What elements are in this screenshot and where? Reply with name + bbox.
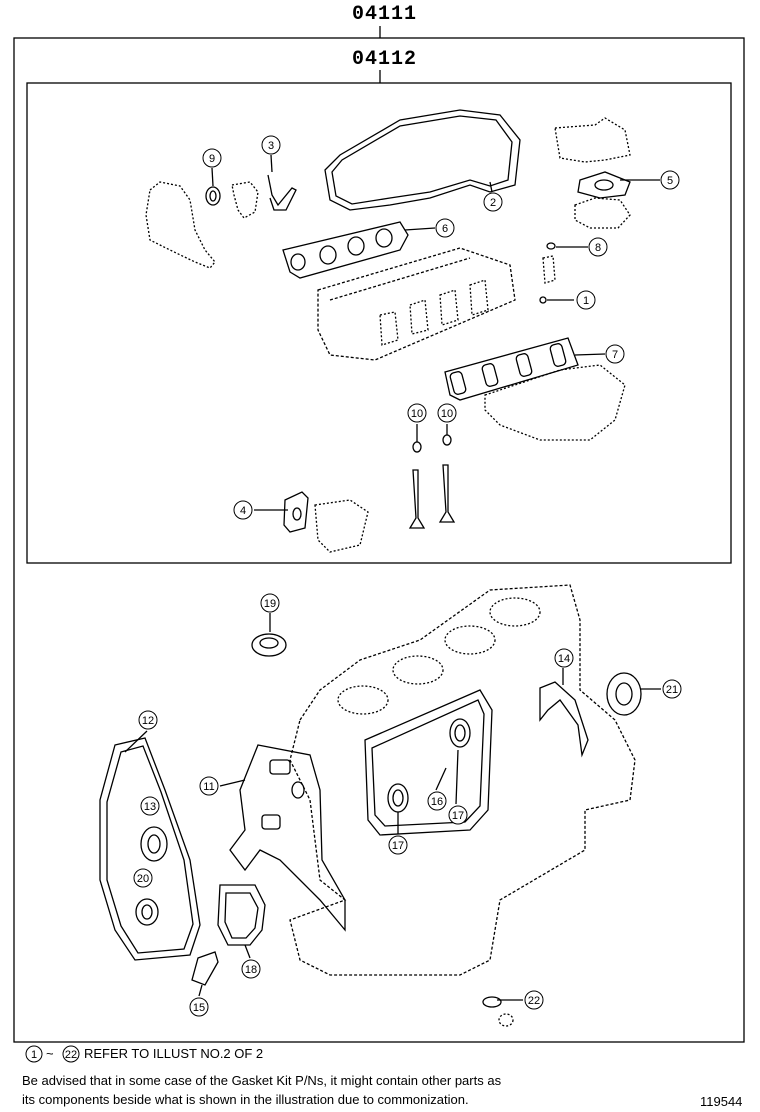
svg-text:17: 17: [452, 810, 464, 822]
svg-text:12: 12: [142, 715, 154, 727]
callout-5: 5: [660, 170, 680, 190]
callout-20: 20: [133, 868, 153, 888]
camshaft-oil-seal-part: [205, 186, 221, 206]
exhaust-manifold-part: [484, 364, 626, 441]
svg-text:15: 15: [193, 1002, 205, 1014]
callout-11: 11: [199, 776, 219, 796]
kit-outer-part-number: 04111: [352, 3, 418, 26]
valve-b: [438, 464, 456, 523]
callout-16: 16: [427, 791, 447, 811]
drain-plug-part: [498, 1013, 514, 1027]
svg-text:9: 9: [209, 153, 215, 165]
engine-block-part: [289, 584, 636, 976]
callout-2: 2: [483, 192, 503, 212]
timing-belt-cover-gasket-part: [99, 737, 201, 961]
callout-3: 3: [261, 135, 281, 155]
svg-text:1: 1: [583, 295, 589, 307]
drain-plug-gasket-part: [482, 996, 502, 1008]
callout-12: 12: [138, 710, 158, 730]
head-cover-gasket-part: [324, 109, 521, 211]
svg-text:10: 10: [441, 408, 453, 420]
callout-18: 18: [241, 959, 261, 979]
rear-oil-seal-part: [606, 672, 642, 716]
front-plate-gasket-part: [229, 744, 346, 932]
note-refer-text: REFER TO ILLUST NO.2 OF 2: [84, 1046, 264, 1061]
callout-9: 9: [202, 148, 222, 168]
svg-text:6: 6: [442, 223, 448, 235]
svg-text:11: 11: [203, 781, 214, 793]
timing-cover-plate-part: [145, 181, 216, 269]
note-range-tilde: ~: [46, 1046, 54, 1061]
intake-manifold-gasket-part: [282, 221, 409, 279]
callout-19: 19: [260, 593, 280, 613]
svg-text:21: 21: [666, 684, 678, 696]
callout-13: 13: [140, 796, 160, 816]
svg-text:3: 3: [268, 140, 274, 152]
svg-text:8: 8: [595, 242, 601, 254]
spring-clip-part: [267, 174, 297, 211]
advisory-line-2: its components beside what is shown in t…: [22, 1092, 469, 1107]
svg-text:10: 10: [411, 408, 423, 420]
kit-outer-frame: [13, 37, 745, 1043]
water-outlet-gasket-part: [577, 171, 631, 199]
small-housing-gasket-part: [283, 491, 309, 533]
valve-stem-seal-b: [442, 434, 452, 446]
small-gasket-15-part: [191, 951, 219, 986]
water-pump-gasket-part: [217, 884, 266, 946]
svg-text:22: 22: [528, 995, 540, 1007]
note-range-start-circle: 1: [25, 1045, 43, 1063]
kit-inner-part-number: 04112: [352, 48, 418, 71]
callout-17a: 17: [388, 835, 408, 855]
svg-text:5: 5: [667, 175, 673, 187]
cylinder-head-part: [317, 247, 516, 361]
kit-inner-frame: [26, 82, 732, 564]
svg-text:17: 17: [392, 840, 404, 852]
svg-text:19: 19: [264, 598, 276, 610]
callout-22: 22: [524, 990, 544, 1010]
small-housing-part: [314, 499, 369, 553]
bracket-gasket-part: [231, 181, 259, 219]
plug-part: [542, 255, 556, 284]
advisory-line-1: Be advised that in some case of the Gask…: [22, 1073, 502, 1088]
callout-8: 8: [588, 237, 608, 257]
svg-text:16: 16: [431, 796, 443, 808]
callout-7: 7: [605, 344, 625, 364]
oil-cooler-o-ring-17: [449, 718, 471, 748]
svg-text:14: 14: [558, 653, 570, 665]
oil-seal-20-part: [135, 898, 159, 926]
callout-4: 4: [233, 500, 253, 520]
plug-washer-part: [546, 242, 556, 250]
callout-14: 14: [554, 648, 574, 668]
svg-text:7: 7: [612, 349, 618, 361]
svg-text:20: 20: [137, 873, 149, 885]
svg-text:2: 2: [490, 197, 496, 209]
callout-21: 21: [662, 679, 682, 699]
rear-retainer-gasket-part: [539, 681, 589, 758]
svg-text:4: 4: [240, 505, 246, 517]
callout-10b: 10: [437, 403, 457, 423]
callout-10a: 10: [407, 403, 427, 423]
oil-cooler-gasket-part: [364, 689, 493, 836]
valve-stem-seal-a: [412, 441, 422, 453]
svg-text:22: 22: [65, 1049, 77, 1061]
front-oil-seal-part: [251, 633, 287, 657]
water-outlet-housing-part: [554, 117, 631, 163]
exhaust-manifold-gasket-part: [444, 337, 579, 401]
svg-text:18: 18: [245, 964, 257, 976]
note-range-end-circle: 22: [62, 1045, 80, 1063]
callout-1: 1: [576, 290, 596, 310]
oil-seal-13-part: [140, 826, 168, 862]
callout-15: 15: [189, 997, 209, 1017]
callout-6: 6: [435, 218, 455, 238]
illustration-number: 119544: [700, 1094, 743, 1109]
callout-17b: 17: [448, 805, 468, 825]
svg-text:1: 1: [31, 1049, 37, 1061]
svg-text:13: 13: [144, 801, 156, 813]
valve-a: [408, 469, 426, 529]
